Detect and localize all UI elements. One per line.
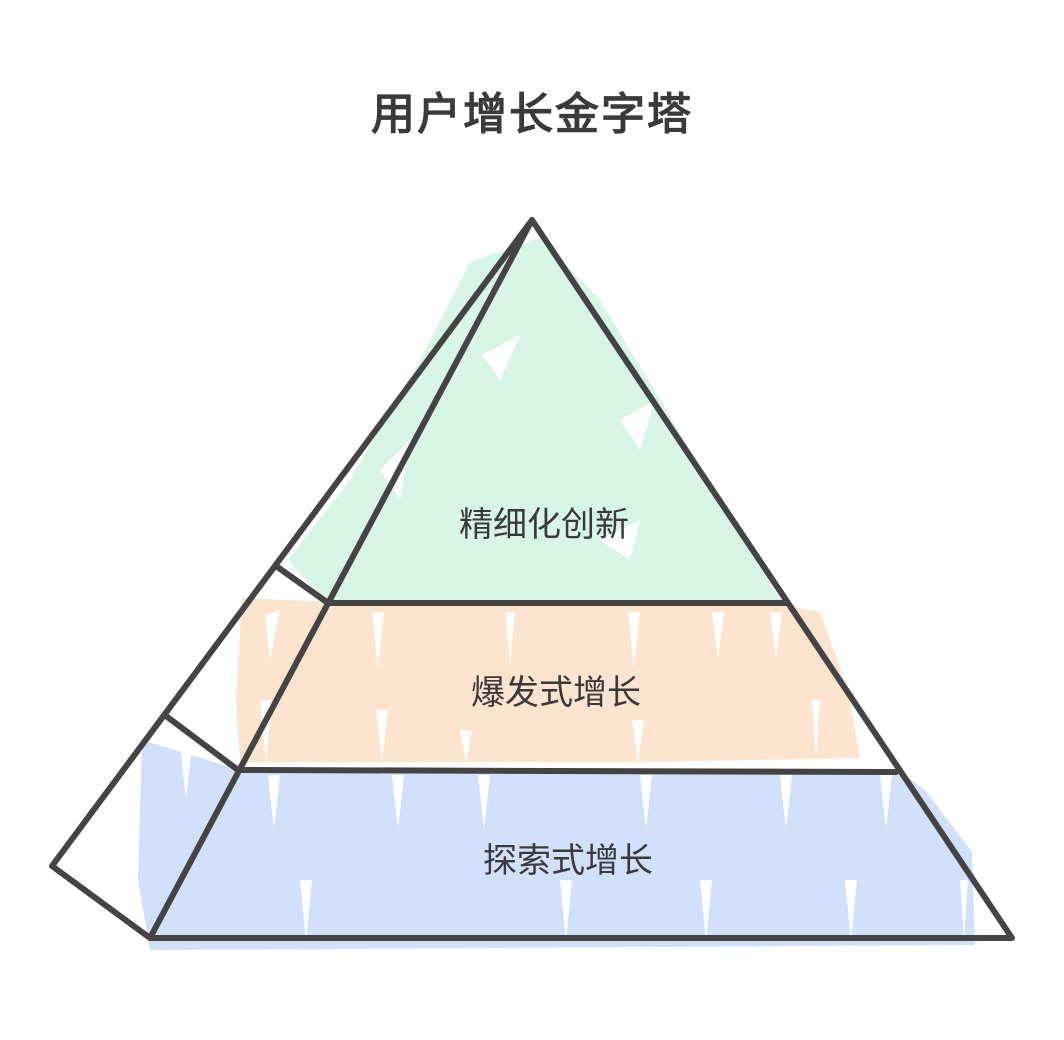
hatch-gaps	[180, 335, 968, 940]
layer-bottom-label: 探索式增长	[483, 841, 653, 881]
front-face-outline	[147, 217, 1015, 941]
side-divider-top	[273, 563, 331, 606]
divider-bottom	[235, 767, 899, 775]
side-divider-bottom	[163, 713, 241, 773]
side-face-outline	[49, 217, 535, 941]
layer-top-label: 精细化创新	[459, 505, 629, 545]
layer-middle-label: 爆发式增长	[471, 673, 641, 713]
pyramid-outline	[49, 217, 1015, 941]
layer-middle-fill	[236, 598, 860, 762]
layer-bottom-fill	[138, 740, 975, 950]
layer-top-fill	[288, 238, 790, 612]
layer-fills	[138, 238, 975, 950]
diagram-title: 用户增长金字塔	[371, 89, 693, 140]
